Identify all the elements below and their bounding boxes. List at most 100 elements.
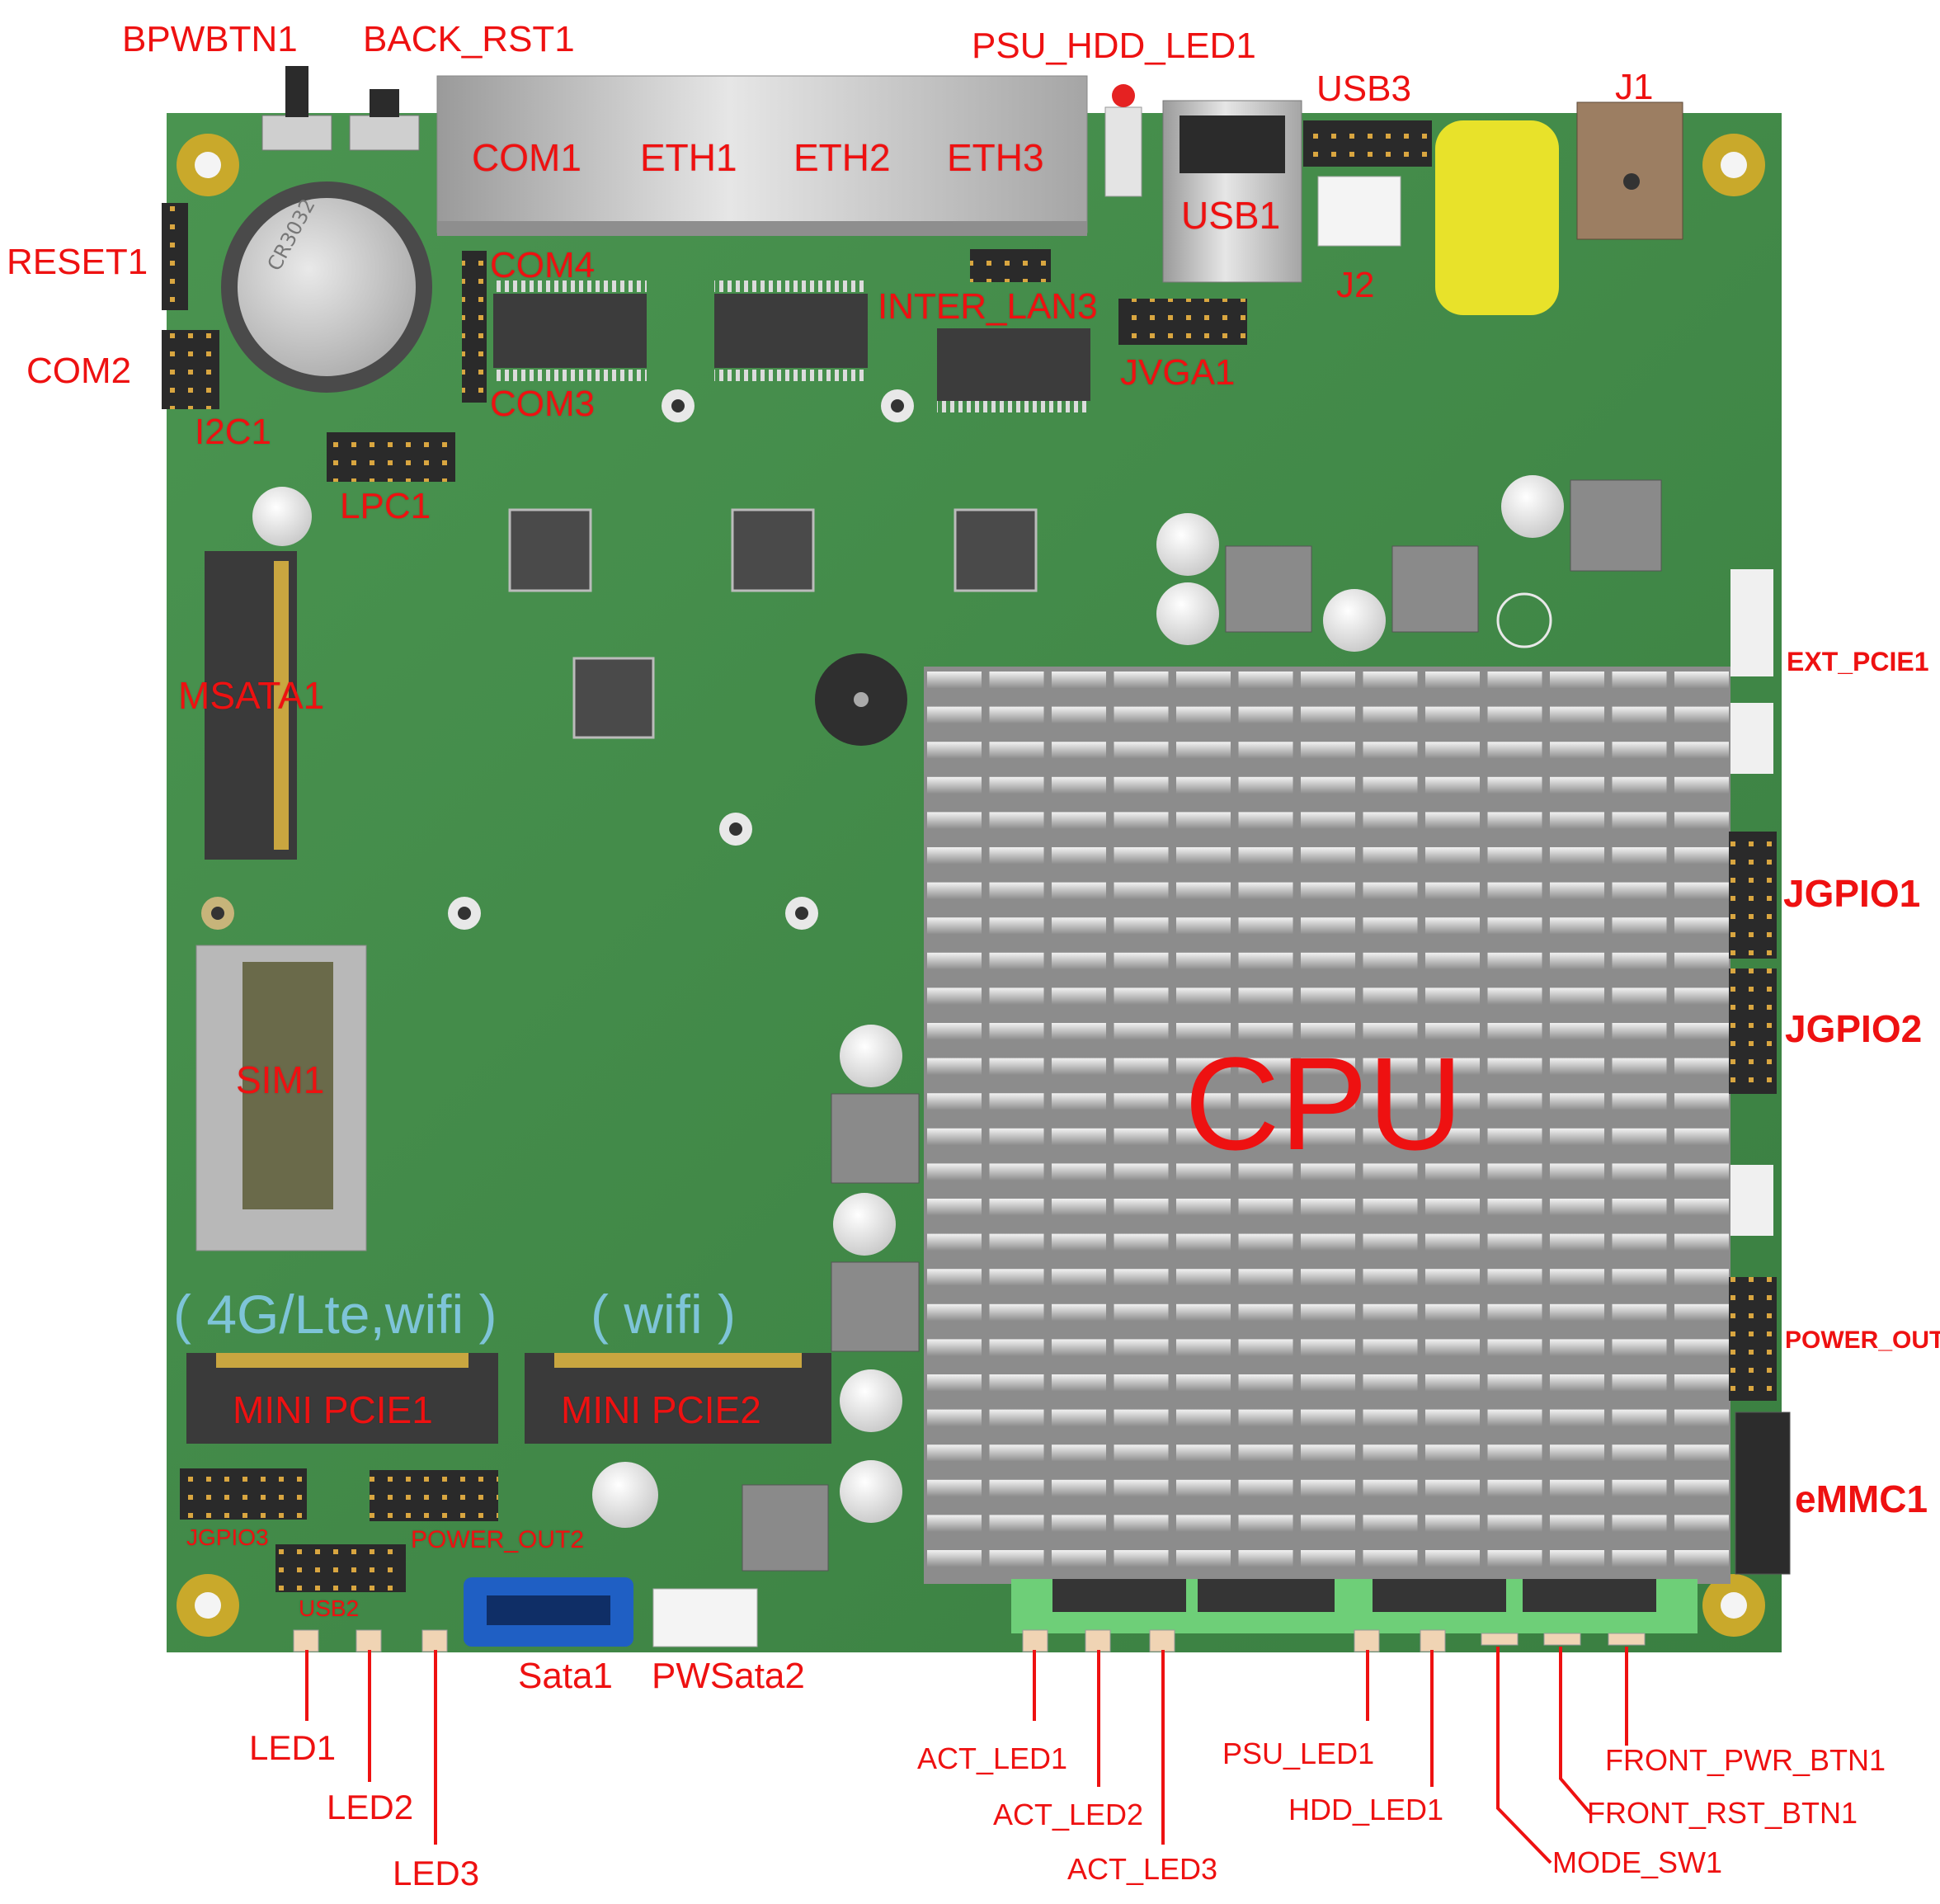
bpwbtn1-switch [261, 115, 332, 151]
label-power-out2: POWER_OUT2 [411, 1526, 585, 1553]
heatsink-fin [927, 882, 982, 899]
heatsink-fin [1238, 1093, 1293, 1110]
heatsink-fin [1425, 776, 1480, 794]
heatsink-fin [927, 812, 982, 829]
capacitor [840, 1369, 902, 1432]
heatsink-fin [1425, 1409, 1480, 1426]
label-usb3: USB3 [1316, 68, 1411, 109]
heatsink-fin [1238, 706, 1293, 723]
heatsink-fin [1114, 706, 1169, 723]
heatsink-fin [1487, 847, 1542, 864]
heatsink-fin [1363, 1303, 1418, 1321]
jvga1-header [1118, 299, 1247, 345]
label-com2: COM2 [26, 351, 132, 391]
heatsink-fin [1301, 1233, 1355, 1251]
heatsink-fin [927, 1163, 982, 1181]
heatsink-fin [1612, 1023, 1667, 1039]
heatsink-fin [1674, 742, 1729, 759]
label-usb2: USB2 [299, 1595, 360, 1621]
heatsink-fin [989, 917, 1044, 935]
heatsink-fin [1487, 1233, 1542, 1251]
heatsink-fin [1363, 812, 1418, 829]
heatsink-fin [1238, 1339, 1293, 1356]
heatsink-fin [1238, 987, 1293, 1005]
heatsink-fin [1301, 1093, 1355, 1110]
heatsink-fin [1176, 1374, 1231, 1391]
heatsink-fin [927, 1058, 982, 1075]
heatsink-fin [1612, 1515, 1667, 1532]
heatsink-fin [927, 847, 982, 864]
heatsink-fin [1052, 1058, 1106, 1075]
heatsink-fin [1674, 812, 1729, 829]
heatsink-fin [1612, 1093, 1667, 1110]
heatsink-fin [1487, 917, 1542, 935]
heatsink-fin [989, 812, 1044, 829]
heatsink-fin [1425, 1515, 1480, 1532]
heatsink-fin [927, 1444, 982, 1462]
heatsink-fin [1301, 1479, 1355, 1496]
heatsink-fin [1301, 742, 1355, 759]
heatsink-fin [1363, 1128, 1418, 1145]
heatsink-fin [1487, 1163, 1542, 1181]
usb3-header [1303, 120, 1432, 167]
heatsink-fin [1550, 1374, 1604, 1391]
heatsink-fin [1550, 1023, 1604, 1039]
mounting-holes [177, 134, 1765, 1637]
heatsink-fin [927, 706, 982, 723]
inductor [831, 1093, 920, 1184]
heatsink-fin [1301, 1303, 1355, 1321]
inductor [1570, 479, 1662, 572]
heatsink-fin [927, 1199, 982, 1215]
heatsink-fin [927, 1374, 982, 1391]
heatsink-fin [1612, 1374, 1667, 1391]
heatsink-fin [1176, 1233, 1231, 1251]
label-led2: LED2 [327, 1788, 414, 1826]
label-act-led2: ACT_LED2 [993, 1798, 1144, 1831]
heatsink-fin [1487, 1444, 1542, 1462]
heatsink-fin [989, 1479, 1044, 1496]
heatsink-fin [1176, 1093, 1231, 1110]
heatsink-fin [1052, 1128, 1106, 1145]
label-com1: COM1 [472, 136, 582, 179]
heatsink-fin [1674, 1058, 1729, 1075]
heatsink-fin [989, 1303, 1044, 1321]
heatsink-fin [1363, 1163, 1418, 1181]
heatsink-fin [1052, 1023, 1106, 1039]
heatsink-fin [1052, 1374, 1106, 1391]
cpu-heatsink [924, 667, 1730, 1584]
heatsink-fin [1487, 987, 1542, 1005]
heatsink-fin [1052, 917, 1106, 935]
heatsink-fin [927, 1093, 982, 1110]
heatsink-fin [1114, 1374, 1169, 1391]
capacitor [1156, 513, 1219, 576]
heatsink-fin [1363, 1093, 1418, 1110]
heatsink-fin [1487, 1409, 1542, 1426]
reset1-header [162, 203, 188, 310]
heatsink-fin [1674, 1199, 1729, 1215]
heatsink-fin [1114, 1128, 1169, 1145]
heatsink-fin [927, 1233, 982, 1251]
heatsink-fin [1487, 706, 1542, 723]
heatsink-fin [989, 1269, 1044, 1286]
heatsink-fin [1612, 1409, 1667, 1426]
heatsink-fin [1114, 882, 1169, 899]
heatsink-fin [989, 1515, 1044, 1532]
heatsink-fin [1114, 1444, 1169, 1462]
heatsink-fin [989, 1233, 1044, 1251]
heatsink-fin [1363, 847, 1418, 864]
capacitor [833, 1193, 896, 1256]
heatsink-fin [989, 1199, 1044, 1215]
heatsink-fin [1114, 1339, 1169, 1356]
capacitor [252, 487, 312, 546]
heatsink-fin [1674, 1128, 1729, 1145]
heatsink-fin [1114, 1233, 1169, 1251]
emmc1-connector [1735, 1412, 1791, 1575]
heatsink-fin [1487, 1199, 1542, 1215]
label-front-pwr-btn1: FRONT_PWR_BTN1 [1605, 1743, 1886, 1777]
heatsink-fin [1550, 812, 1604, 829]
heatsink-fin [989, 1128, 1044, 1145]
heatsink-fin [989, 1374, 1044, 1391]
heatsink-fin [1052, 1093, 1106, 1110]
heatsink-fin [1674, 706, 1729, 723]
